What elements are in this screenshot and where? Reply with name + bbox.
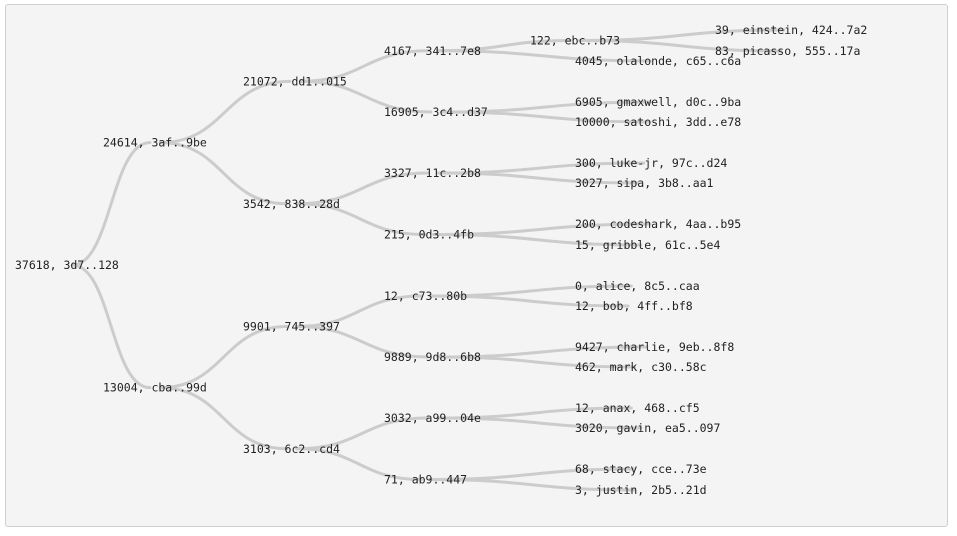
tree-link bbox=[295, 294, 424, 328]
tree-link bbox=[428, 478, 636, 492]
tree-leaf-label: 3, justin, 2b5..21d bbox=[575, 483, 707, 497]
tree-leaf-label: 10000, satoshi, 3dd..e78 bbox=[575, 115, 741, 129]
tree-link bbox=[298, 79, 433, 114]
tree-leaf-label: 200, codeshark, 4aa..b95 bbox=[575, 217, 741, 231]
tree-node-label: 9901, 745..397 bbox=[243, 320, 340, 334]
tree-link bbox=[436, 355, 636, 369]
tree-link bbox=[439, 110, 652, 124]
tree-leaf-label: 9427, charlie, 9eb..8f8 bbox=[575, 340, 734, 354]
tree-node-label: 3327, 11c..2b8 bbox=[384, 166, 481, 180]
tree-link bbox=[436, 416, 643, 430]
tree-leaf-label: 300, luke-jr, 97c..d24 bbox=[575, 156, 727, 170]
tree-node-label: 13004, cba..99d bbox=[103, 381, 207, 395]
tree-link bbox=[295, 171, 430, 206]
tree-leaf-label: 3027, sipa, 3b8..aa1 bbox=[575, 176, 714, 190]
tree-link bbox=[295, 202, 427, 236]
tree-link bbox=[295, 325, 430, 359]
tree-node-label: 215, 0d3..4fb bbox=[384, 228, 474, 242]
tree-leaf-label: 462, mark, c30..58c bbox=[575, 360, 707, 374]
tree-link bbox=[295, 447, 424, 481]
tree-node-label: 16905, 3c4..d37 bbox=[384, 105, 488, 119]
tree-leaf-label: 39, einstein, 424..7a2 bbox=[715, 23, 867, 37]
tree-leaf-label: 3020, gavin, ea5..097 bbox=[575, 421, 720, 435]
tree-link bbox=[436, 49, 652, 63]
tree-node-label: 122, ebc..b73 bbox=[530, 34, 620, 48]
tree-labels: 37618, 3d7..128 24614, 3af..9be 21072, dd1… bbox=[15, 23, 867, 497]
tree-link bbox=[578, 39, 783, 53]
tree-leaf-label: 12, anax, 468..cf5 bbox=[575, 401, 700, 415]
tree-link bbox=[158, 325, 289, 390]
tree-leaf-label: 83, picasso, 555..17a bbox=[715, 44, 860, 58]
tree-link bbox=[298, 49, 430, 83]
tree-link bbox=[432, 233, 643, 247]
tree-node-label: 3542, 838..28d bbox=[243, 197, 340, 211]
tree-leaf-label: 6905, gmaxwell, d0c..9ba bbox=[575, 95, 741, 109]
tree-node-label: 3103, 6c2..cd4 bbox=[243, 442, 340, 456]
tree-panel bbox=[5, 4, 948, 527]
tree-node-label: 24614, 3af..9be bbox=[103, 136, 207, 150]
tree-node-label: 3032, a99..04e bbox=[384, 411, 481, 425]
tree-node-label: 4167, 341..7e8 bbox=[384, 44, 481, 58]
tree-link bbox=[70, 141, 152, 267]
tree-link bbox=[70, 263, 152, 390]
tree-links bbox=[70, 28, 786, 492]
tree-leaf-label: 0, alice, 8c5..caa bbox=[575, 279, 700, 293]
tree-link bbox=[158, 79, 292, 145]
tree-leaf-label: 4045, olalonde, c65..c6a bbox=[575, 54, 741, 68]
tree-node-label: 37618, 3d7..128 bbox=[15, 258, 119, 272]
tree-link bbox=[158, 386, 289, 451]
tree-link bbox=[295, 416, 430, 451]
tree-node-label: 9889, 9d8..6b8 bbox=[384, 350, 481, 364]
tree-leaf-label: 12, bob, 4ff..bf8 bbox=[575, 299, 693, 313]
tree-node-label: 71, ab9..447 bbox=[384, 473, 467, 487]
tree-leaf-label: 15, gribble, 61c..5e4 bbox=[575, 238, 720, 252]
tree-leaf-label: 68, stacy, cce..73e bbox=[575, 462, 707, 476]
tree-link bbox=[436, 171, 640, 185]
tree-node-label: 21072, dd1..015 bbox=[243, 74, 347, 88]
tree-link bbox=[428, 294, 630, 308]
tree-node-label: 12, c73..80b bbox=[384, 289, 467, 303]
tree-link bbox=[158, 141, 289, 206]
